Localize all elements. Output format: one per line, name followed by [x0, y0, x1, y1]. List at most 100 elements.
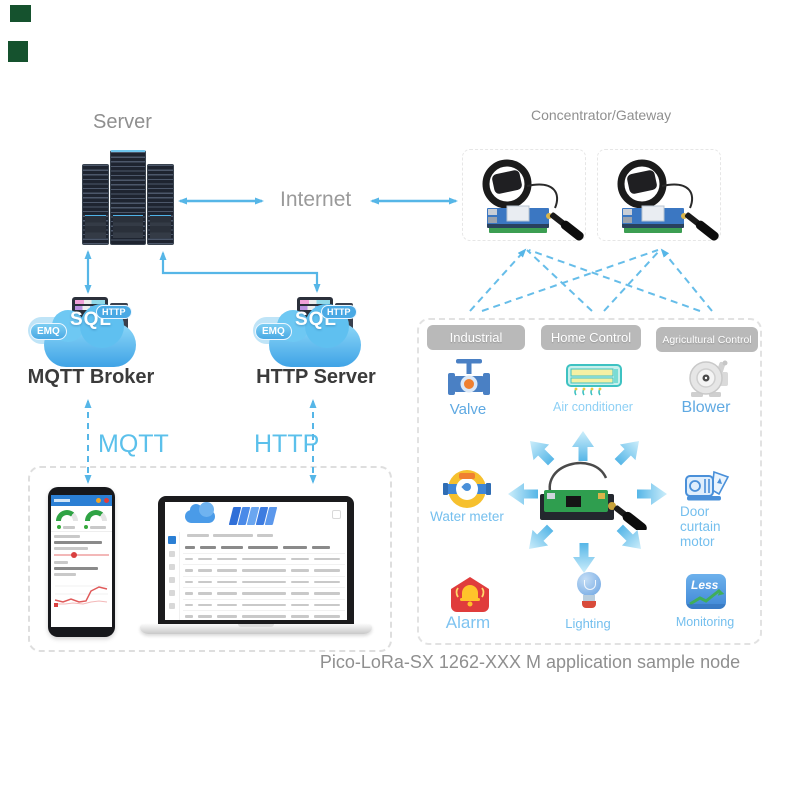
status-item — [83, 525, 106, 529]
device-label-valve: Valve — [449, 401, 487, 418]
laptop-dashboard-screen — [165, 502, 347, 620]
device-label-monitoring: Monitoring — [675, 615, 735, 629]
phone-app-header — [51, 495, 112, 506]
lora-gateway-icon — [482, 159, 584, 241]
text-row — [51, 564, 112, 570]
device-label-air-conditioner: Air conditioner — [553, 400, 633, 414]
lora-gateway-icon — [617, 159, 719, 241]
text-bar — [242, 592, 286, 595]
text-bar — [89, 525, 106, 529]
table-row — [183, 577, 345, 588]
sample-node-panel — [417, 318, 762, 645]
mqtt-protocol-label: MQTT — [98, 430, 169, 458]
http-badge: HTTP — [321, 305, 357, 319]
text-bar — [54, 573, 76, 576]
device-label-lighting: Lighting — [565, 616, 611, 631]
header-text-bar — [54, 499, 70, 502]
server-tower-icon — [82, 164, 109, 245]
bulb-neck — [583, 595, 595, 601]
alert-dot-icon — [96, 498, 101, 503]
table-row — [183, 554, 345, 565]
text-bar — [314, 603, 340, 606]
gauge-row — [51, 506, 112, 523]
text-bar — [291, 603, 309, 606]
dashboard-sidebar — [165, 532, 180, 620]
text-bar — [217, 569, 237, 572]
trend-arrow-icon — [686, 588, 726, 609]
http-badge: HTTP — [96, 305, 132, 319]
watermark-square-icon — [10, 5, 31, 22]
text-bar — [185, 592, 193, 595]
text-bar — [185, 569, 193, 572]
server-tower-icon — [110, 150, 146, 245]
gateway-title: Concentrator/Gateway — [531, 107, 672, 123]
line-chart-icon — [54, 585, 108, 607]
laptop-icon — [158, 496, 354, 624]
pico-lora-node-icon — [540, 461, 647, 530]
status-row — [51, 523, 112, 532]
server-title: Server — [93, 111, 152, 133]
gateway-device-2 — [597, 149, 721, 241]
text-bar — [185, 615, 193, 618]
text-row — [51, 544, 112, 550]
valve-icon — [448, 359, 490, 395]
table-row — [183, 611, 345, 620]
text-bar — [242, 557, 286, 560]
monitoring-badge-text: Less — [691, 578, 719, 592]
monitoring-icon: Less — [686, 574, 726, 609]
green-dot-icon — [57, 525, 62, 529]
text-bar — [314, 580, 340, 583]
text-bar — [63, 525, 76, 529]
text-bar — [217, 592, 237, 595]
gauge-icon — [84, 510, 107, 521]
client-devices-box — [28, 466, 392, 652]
text-bar — [242, 569, 286, 572]
water-meter-icon — [443, 470, 491, 508]
text-bar — [198, 569, 212, 572]
text-bar — [291, 569, 309, 572]
slider-control — [54, 552, 109, 558]
cloud-icon — [185, 502, 215, 523]
text-bar — [198, 592, 212, 595]
text-bar — [221, 546, 243, 549]
meter-register — [459, 473, 475, 479]
laptop-base — [140, 624, 372, 634]
text-bar — [54, 535, 80, 538]
text-bar — [200, 546, 216, 549]
meter-dial — [456, 478, 478, 500]
text-row — [51, 532, 112, 538]
text-bar — [248, 546, 278, 549]
text-bar — [291, 557, 309, 560]
text-bar — [54, 561, 68, 564]
text-bar — [314, 592, 340, 595]
emq-badge: EMQ — [255, 323, 292, 340]
table-header-row — [183, 542, 345, 554]
text-bar — [314, 615, 340, 618]
bulb-base — [582, 601, 596, 608]
text-bar — [213, 534, 253, 537]
status-item — [57, 525, 76, 529]
text-bar — [217, 603, 237, 606]
device-label-door-curtain-motor: Door curtain motor — [680, 504, 721, 549]
text-row — [51, 558, 112, 564]
sidebar-item-icon — [169, 603, 175, 609]
http-protocol-label: HTTP — [254, 430, 320, 458]
smartphone-icon — [48, 487, 115, 637]
text-bar — [187, 534, 209, 537]
lighting-icon — [576, 572, 602, 612]
sidebar-item-icon — [168, 536, 176, 544]
table-row — [183, 565, 345, 577]
http-server-label: HTTP Server — [256, 366, 376, 388]
server-rack-icon — [82, 150, 174, 247]
text-bar — [257, 534, 273, 537]
device-label-blower: Blower — [681, 399, 731, 416]
text-bar — [242, 580, 286, 583]
emq-badge: EMQ — [30, 323, 67, 340]
phone-app-screen — [51, 495, 112, 627]
gauge-icon — [56, 510, 79, 521]
text-bar — [217, 557, 237, 560]
category-chip-home-control: Home Control — [541, 325, 641, 350]
text-bar — [291, 592, 309, 595]
breadcrumb — [187, 534, 273, 537]
blower-icon — [689, 360, 728, 397]
